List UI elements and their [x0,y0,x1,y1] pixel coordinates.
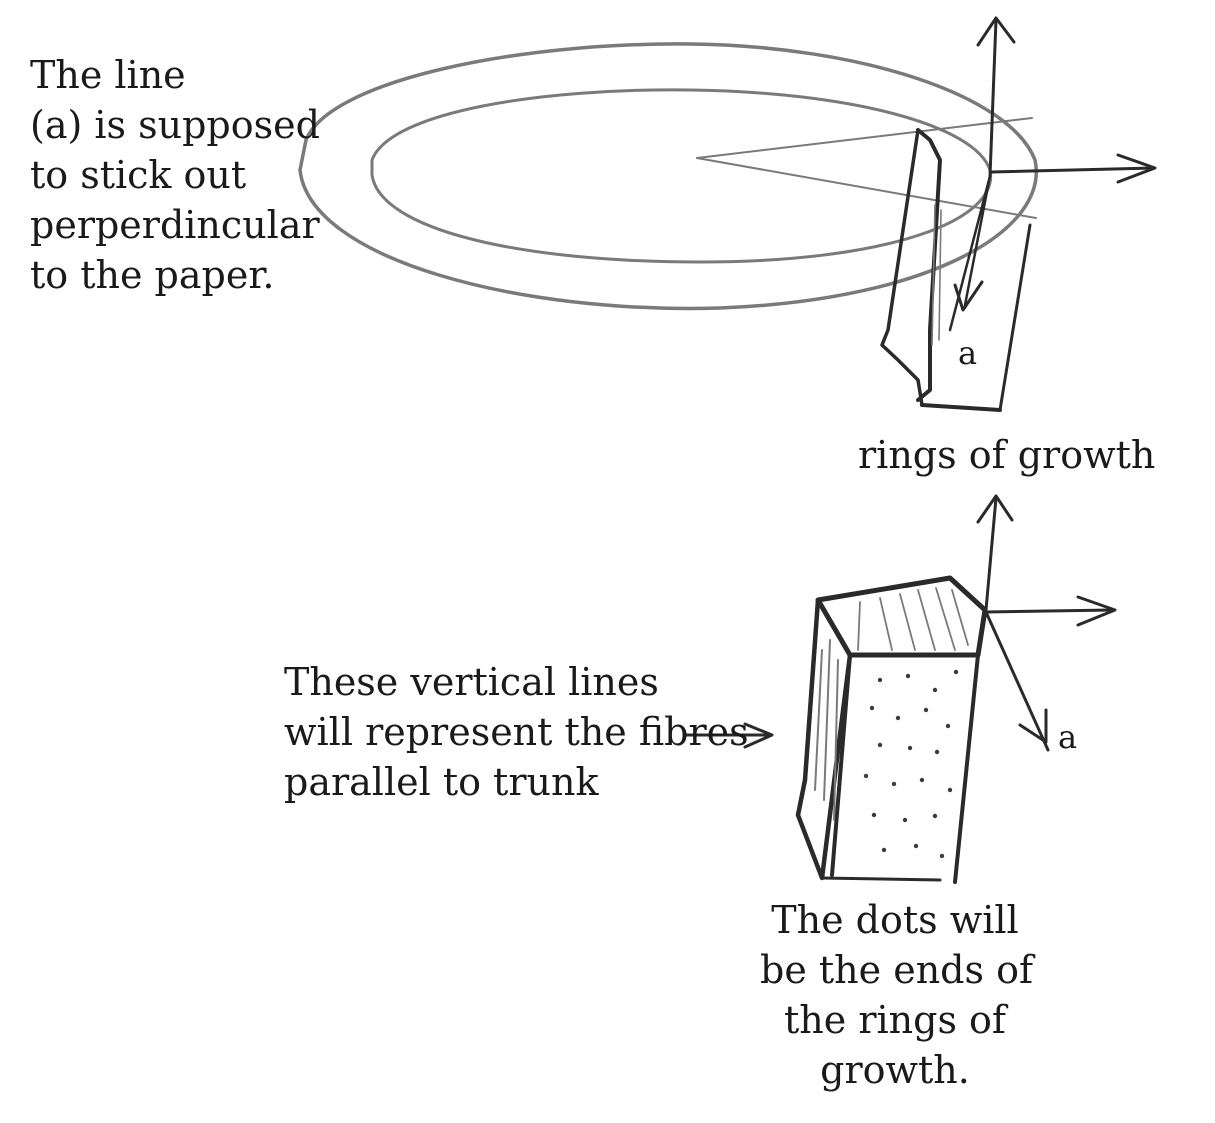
dots-note-line: the rings of [784,998,1006,1042]
fibre-line-3 [833,659,839,821]
fibres-note: These vertical lines will represent the … [284,657,749,807]
top-note-line: (a) is supposed [30,103,320,147]
axis-top-horizontal [990,166,1154,174]
axis-top-horizontal-arrowhead [1116,153,1157,184]
fibre-line-2 [823,639,831,801]
axis-bottom-horizontal [984,608,1114,614]
dot [947,787,953,793]
axis-top-a-line [963,174,992,307]
top-note: The line (a) is supposed to stick out pe… [30,50,320,300]
axis-bottom-a-line [984,610,1050,752]
block-top-right-edge [998,223,1032,412]
dot [953,669,959,675]
axis-bottom-vertical-arrowhead [976,494,1014,524]
dot [877,677,883,683]
side-fibre-lines [814,639,839,821]
dot [869,705,875,711]
axis-top-a-arrowhead [953,280,984,312]
block-bottom-top-face [815,575,988,658]
dot [902,817,908,823]
dot [934,749,940,755]
wood-block-bottom [795,575,988,884]
dot [905,673,911,679]
axis-label-a-bottom: a [1058,718,1078,756]
axes-bottom [976,494,1117,752]
top-note-line: perperdincular [30,203,320,247]
dots-note-line: The dots will [771,898,1019,942]
fibres-note-line: will represent the fibres [284,710,749,754]
block-top-hidden-edge [948,174,992,332]
fibres-pointer-arrow [684,722,774,749]
fibre-line-1 [814,649,823,791]
ring-line-4 [917,589,936,651]
radial-line-upper [696,117,1033,159]
dot [913,843,919,849]
block-bottom-left-face [795,597,853,881]
dot [877,742,883,748]
top-note-line: to the paper. [30,253,275,297]
axis-top-vertical-arrowhead [976,16,1016,47]
dot [939,853,945,859]
ring-line-5 [935,587,956,651]
dot [945,723,951,729]
block-top-left-edge [880,128,924,407]
dot [871,812,877,818]
ring-line-2 [879,597,893,651]
top-face-ring-lines [857,587,969,651]
ring-line-6 [951,589,969,646]
wood-block-top [880,128,1032,412]
dot [932,687,938,693]
axis-bottom-a-arrowhead [1018,708,1048,744]
dots-note: The dots will be the ends of the rings o… [760,895,1034,1095]
top-note-line: to stick out [30,153,247,197]
top-note-line: The line [30,53,186,97]
block-top-bottom-edge [920,403,1002,412]
dot [891,781,897,787]
fibres-note-line: These vertical lines [284,660,659,704]
inner-ring [370,88,993,264]
block-bottom-front-left-edge [830,653,852,877]
ring-end-dots [863,669,959,859]
block-bottom-front-bottom-edge [820,876,942,882]
dots-note-line: growth. [820,1048,970,1092]
axis-label-a-top: a [958,334,978,372]
dot [895,715,901,721]
dot [863,773,869,779]
radial-line-lower [696,157,1037,219]
dot [919,777,925,783]
rings-of-growth-label: rings of growth [858,433,1156,477]
outer-ring [298,42,1038,311]
pointer-arrowhead [743,722,774,749]
axis-bottom-vertical [984,496,998,612]
block-bottom-front-right-edge [953,653,980,884]
fibres-note-line: parallel to trunk [284,760,599,804]
dot [881,847,887,853]
axis-top-vertical [988,18,998,178]
dot [907,745,913,751]
growth-ring-ellipses [298,42,1038,311]
axis-bottom-horizontal-arrowhead [1076,595,1117,627]
block-top-fibre-2 [938,209,942,341]
axes-top [953,16,1157,312]
ring-line-3 [899,593,916,651]
dots-note-line: be the ends of [760,948,1034,992]
dot [923,707,929,713]
block-top-fibre-1 [931,204,936,346]
ring-line-1 [857,601,861,651]
block-top-outline [916,128,942,402]
radial-lines [696,117,1037,219]
dot [932,813,938,819]
